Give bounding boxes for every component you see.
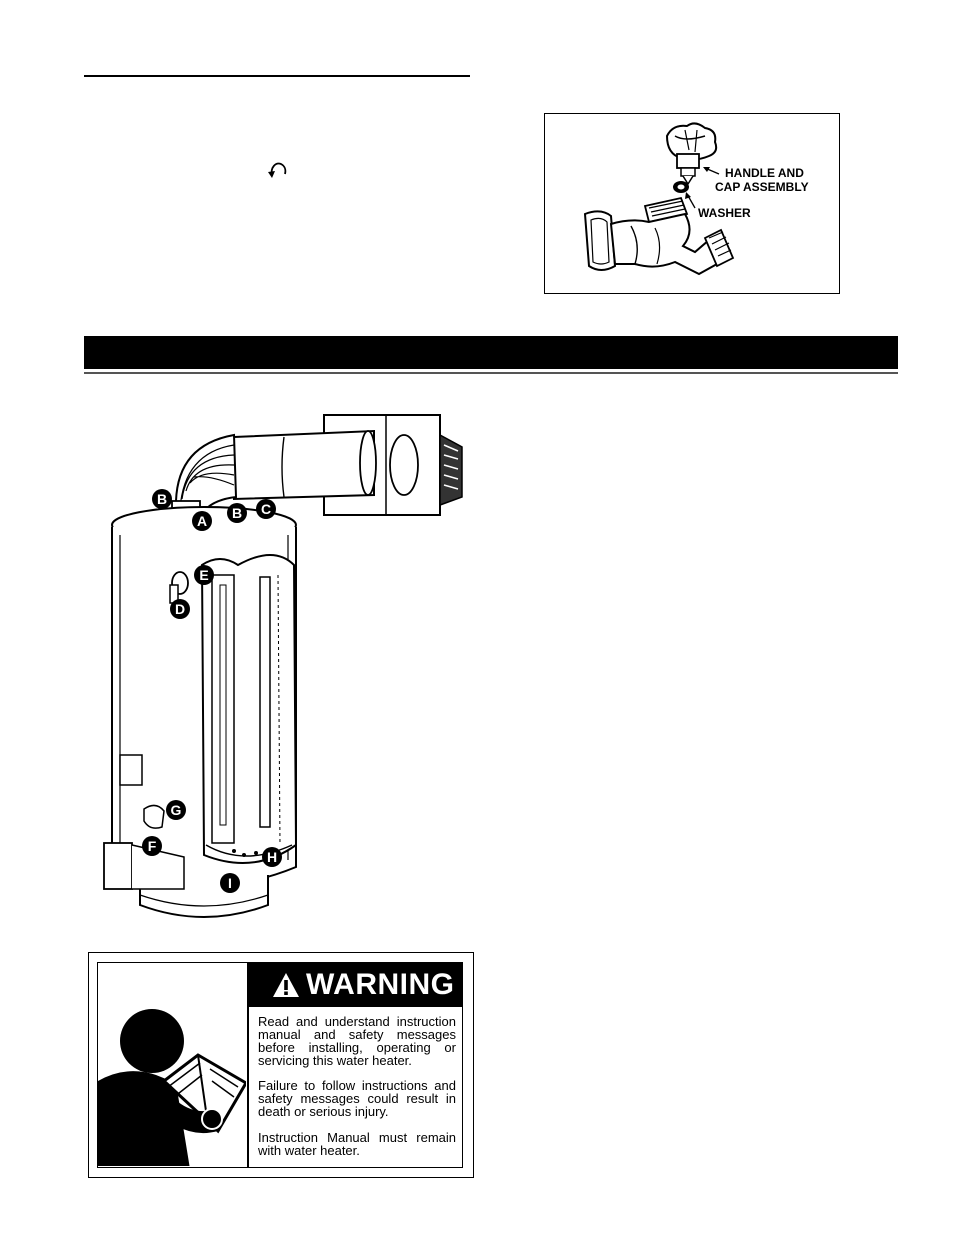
- section-header-bar: [84, 336, 898, 369]
- warning-label: WARNING Read and understand instruction …: [88, 952, 474, 1178]
- callout-h: H: [262, 847, 282, 867]
- svg-text:G: G: [171, 802, 182, 818]
- svg-text:I: I: [228, 875, 232, 891]
- callout-c: C: [256, 499, 276, 519]
- warning-message-1: Read and understand instruction manual a…: [258, 1014, 456, 1068]
- callout-e: E: [194, 565, 214, 585]
- svg-text:F: F: [148, 838, 157, 854]
- section-header-underline: [84, 372, 898, 374]
- warning-label-inner: WARNING Read and understand instruction …: [97, 962, 463, 1168]
- drain-valve-figure: HANDLE AND CAP ASSEMBLY WASHER: [544, 113, 840, 294]
- svg-text:D: D: [175, 601, 185, 617]
- warning-triangle-icon: [273, 973, 299, 997]
- svg-text:E: E: [199, 567, 208, 583]
- callout-b-left: B: [152, 489, 172, 509]
- warning-title: WARNING: [306, 968, 455, 1001]
- warning-divider: [247, 963, 249, 1167]
- handle-cap-label-line1: HANDLE AND: [725, 166, 804, 180]
- rotate-counterclockwise-icon: [268, 162, 287, 178]
- svg-text:B: B: [157, 491, 167, 507]
- callout-i: I: [220, 873, 240, 893]
- svg-text:B: B: [232, 505, 242, 521]
- washer-label: WASHER: [698, 206, 751, 220]
- drain-valve-illustration: [583, 122, 735, 276]
- callout-d: D: [170, 599, 190, 619]
- svg-text:H: H: [267, 849, 277, 865]
- handle-cap-label-line2: CAP ASSEMBLY: [715, 180, 809, 194]
- warning-header: WARNING: [248, 963, 462, 1007]
- person-reading-manual-icon: [98, 1009, 246, 1166]
- callout-f: F: [142, 836, 162, 856]
- section-rule: [84, 75, 470, 77]
- warning-message-3: Instruction Manual must remain with wate…: [258, 1130, 456, 1158]
- warning-message-2: Failure to follow instructions and safet…: [258, 1078, 456, 1119]
- svg-text:C: C: [261, 501, 271, 517]
- callout-g: G: [166, 800, 186, 820]
- svg-text:A: A: [197, 513, 207, 529]
- water-heater-illustration: B A B C E D G F H I: [103, 414, 463, 918]
- callout-b-right: B: [227, 503, 247, 523]
- callout-a: A: [192, 511, 212, 531]
